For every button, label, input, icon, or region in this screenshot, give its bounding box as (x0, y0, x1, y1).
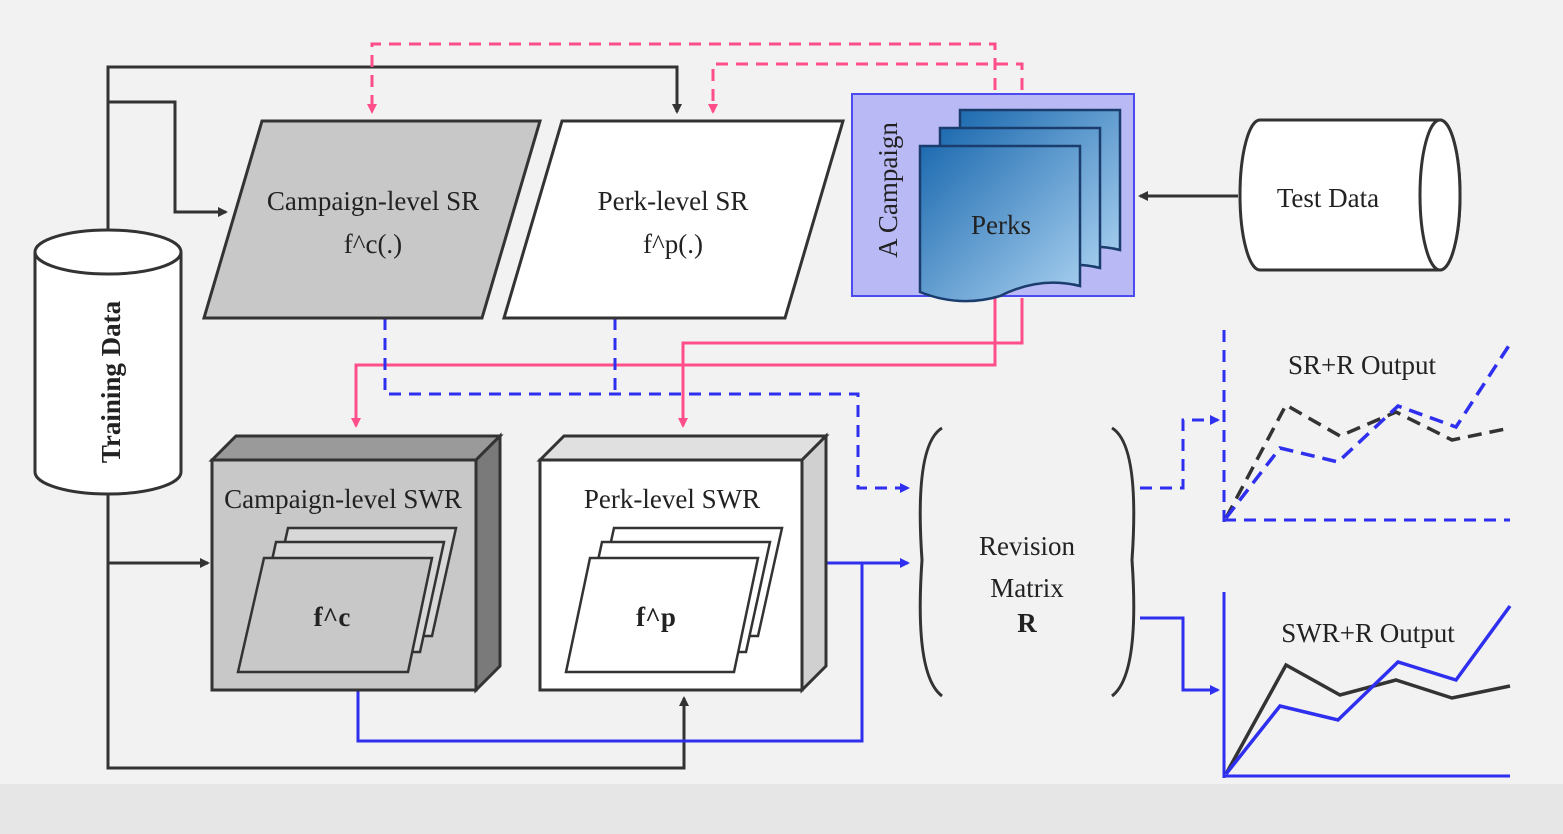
perk-sr-fn: f^p(.) (643, 229, 703, 259)
revision-matrix: Revision Matrix R (918, 426, 1136, 698)
swr-plot-black-series (1224, 662, 1511, 775)
sr-r-output-plot: SR+R Output (1222, 330, 1512, 522)
arrow-to-campaign-sr (108, 100, 228, 217)
pink-dashed-to-perk-sr (708, 62, 1024, 114)
test-data-label: Test Data (1277, 183, 1379, 213)
arrow-to-campaign-swr (106, 488, 210, 568)
perk-swr-title: Perk-level SWR (584, 484, 760, 514)
perk-sr-title: Perk-level SR (598, 186, 749, 216)
arrow-to-perk-swr (106, 563, 689, 770)
black-connectors (106, 65, 1238, 770)
pink-connectors (351, 42, 1024, 428)
perk-level-swr: Perk-level SWR f^p (536, 432, 830, 694)
campaign-sr-fn: f^c(.) (344, 229, 402, 259)
swr-output-label: SWR+R Output (1281, 618, 1455, 648)
campaign-group: A Campaign Perks (851, 93, 1135, 303)
campaign-swr-fn: f^c (314, 602, 351, 632)
sr-plot-black-series (1224, 402, 1511, 519)
sr-plot-blue-series (1224, 343, 1512, 520)
blue-campaign-swr-loop (356, 563, 864, 743)
blue-connectors (356, 318, 1220, 743)
matrix-right-bracket (1111, 426, 1136, 698)
campaign-sr-title: Campaign-level SR (267, 186, 479, 216)
pink-to-perk-swr (678, 298, 1024, 428)
swr-plot-blue-series (1224, 604, 1512, 776)
campaign-level-sr: Campaign-level SR f^c(.) (201, 119, 543, 320)
test-data-cylinder: Test Data (1238, 118, 1462, 272)
matrix-line2: Matrix (990, 573, 1064, 603)
campaign-group-title: A Campaign (873, 122, 903, 258)
perks-page-front (918, 144, 1082, 303)
blue-dashed-to-sr-output (1140, 415, 1220, 490)
perk-level-sr: Perk-level SR f^p(.) (501, 119, 846, 320)
matrix-left-bracket (918, 426, 943, 698)
pink-dashed-to-campaign-sr (367, 42, 997, 114)
perks-label: Perks (971, 210, 1031, 240)
blue-to-swr-output (1140, 616, 1220, 695)
bottom-band (0, 784, 1563, 834)
campaign-swr-title: Campaign-level SWR (224, 484, 462, 514)
swr-r-output-plot: SWR+R Output (1222, 592, 1512, 778)
pink-to-campaign-swr (351, 298, 997, 428)
matrix-line1: Revision (979, 531, 1076, 561)
training-data-cylinder: Training Data (33, 228, 183, 496)
training-data-label: Training Data (96, 300, 126, 463)
arrow-to-perk-sr (106, 65, 682, 232)
sr-output-label: SR+R Output (1288, 350, 1437, 380)
campaign-level-swr: Campaign-level SWR f^c (208, 432, 504, 694)
matrix-line3: R (1017, 608, 1037, 638)
perk-swr-fn: f^p (636, 602, 676, 632)
blue-dashed-sr-to-matrix (383, 318, 910, 493)
